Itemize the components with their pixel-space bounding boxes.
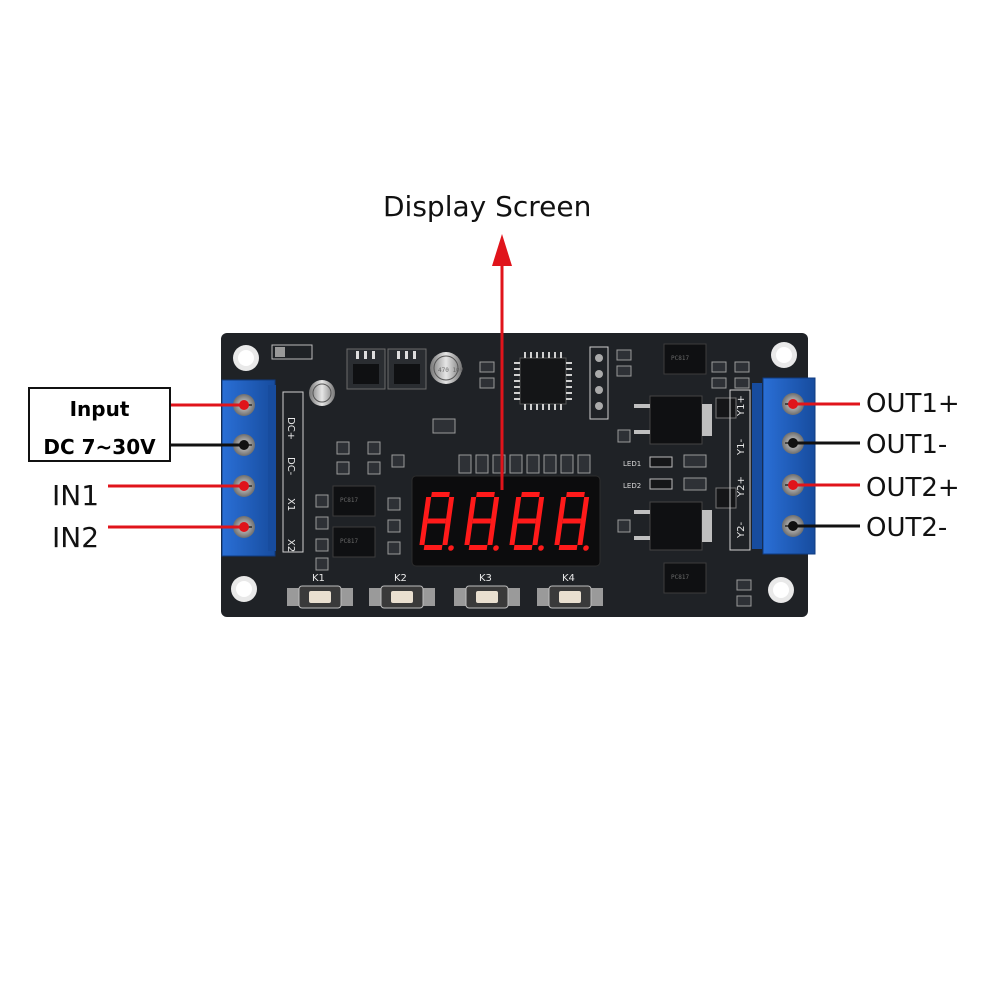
- terminal-label: Y1+: [736, 395, 747, 417]
- chip-code: PC817: [340, 497, 358, 504]
- display-digits: [419, 492, 590, 551]
- programming-header: [589, 346, 609, 420]
- capacitor-text: 470 10V: [438, 367, 464, 374]
- input-label-box: Input DC 7~30V: [28, 387, 171, 462]
- mounting-holes: [231, 342, 797, 603]
- annotation-lines: [108, 234, 860, 532]
- terminal-label: Y2+: [736, 476, 747, 498]
- svg-text:PC817: PC817: [340, 538, 358, 545]
- terminal-label: Y1-: [736, 439, 747, 456]
- buttons-row: K1 K2 K3 K4: [287, 573, 603, 609]
- seven-segment-display: [411, 475, 601, 567]
- microcontroller-chip: [514, 352, 572, 410]
- button-cap: [309, 591, 331, 603]
- terminal-label: DC+: [285, 417, 296, 440]
- voltage-regulators: [271, 344, 427, 390]
- in2-label: IN2: [52, 521, 100, 554]
- arrow-up-icon: [492, 234, 512, 266]
- button-label: K4: [562, 573, 575, 584]
- optocouplers: PC817 PC817 PC817 PC817: [332, 343, 707, 594]
- button-cap: [476, 591, 498, 603]
- terminal-label: DC-: [285, 457, 296, 476]
- input-label: Input: [69, 397, 130, 421]
- button-label: K2: [394, 573, 407, 584]
- button-label: K3: [479, 573, 492, 584]
- display-digit: [464, 492, 500, 551]
- svg-text:PC817: PC817: [671, 355, 689, 362]
- led1-label: LED1: [623, 460, 641, 468]
- display-digit: [419, 492, 455, 551]
- out1-minus-label: OUT1-: [866, 430, 948, 460]
- led-indicators: LED1 LED2: [623, 456, 673, 490]
- out2-plus-label: OUT2+: [866, 473, 960, 503]
- terminal-label: X1: [285, 498, 296, 511]
- display-screen-label: Display Screen: [383, 190, 592, 223]
- out2-minus-label: OUT2-: [866, 513, 948, 543]
- button-cap: [391, 591, 413, 603]
- button-label: K1: [312, 573, 325, 584]
- smd-components: [315, 349, 752, 607]
- pcb-board: 470 10V: [221, 333, 816, 617]
- button-cap: [559, 591, 581, 603]
- capacitors: 470 10V: [309, 352, 464, 406]
- input-voltage-label: DC 7~30V: [43, 435, 156, 459]
- mosfets: [634, 395, 737, 551]
- out1-plus-label: OUT1+: [866, 389, 960, 419]
- svg-text:PC817: PC817: [671, 574, 689, 581]
- terminal-label: X2: [285, 539, 296, 552]
- terminal-label: Y2-: [736, 522, 747, 539]
- display-digit: [509, 492, 545, 551]
- led2-label: LED2: [623, 482, 641, 490]
- display-digit: [554, 492, 590, 551]
- in1-label: IN1: [52, 479, 100, 512]
